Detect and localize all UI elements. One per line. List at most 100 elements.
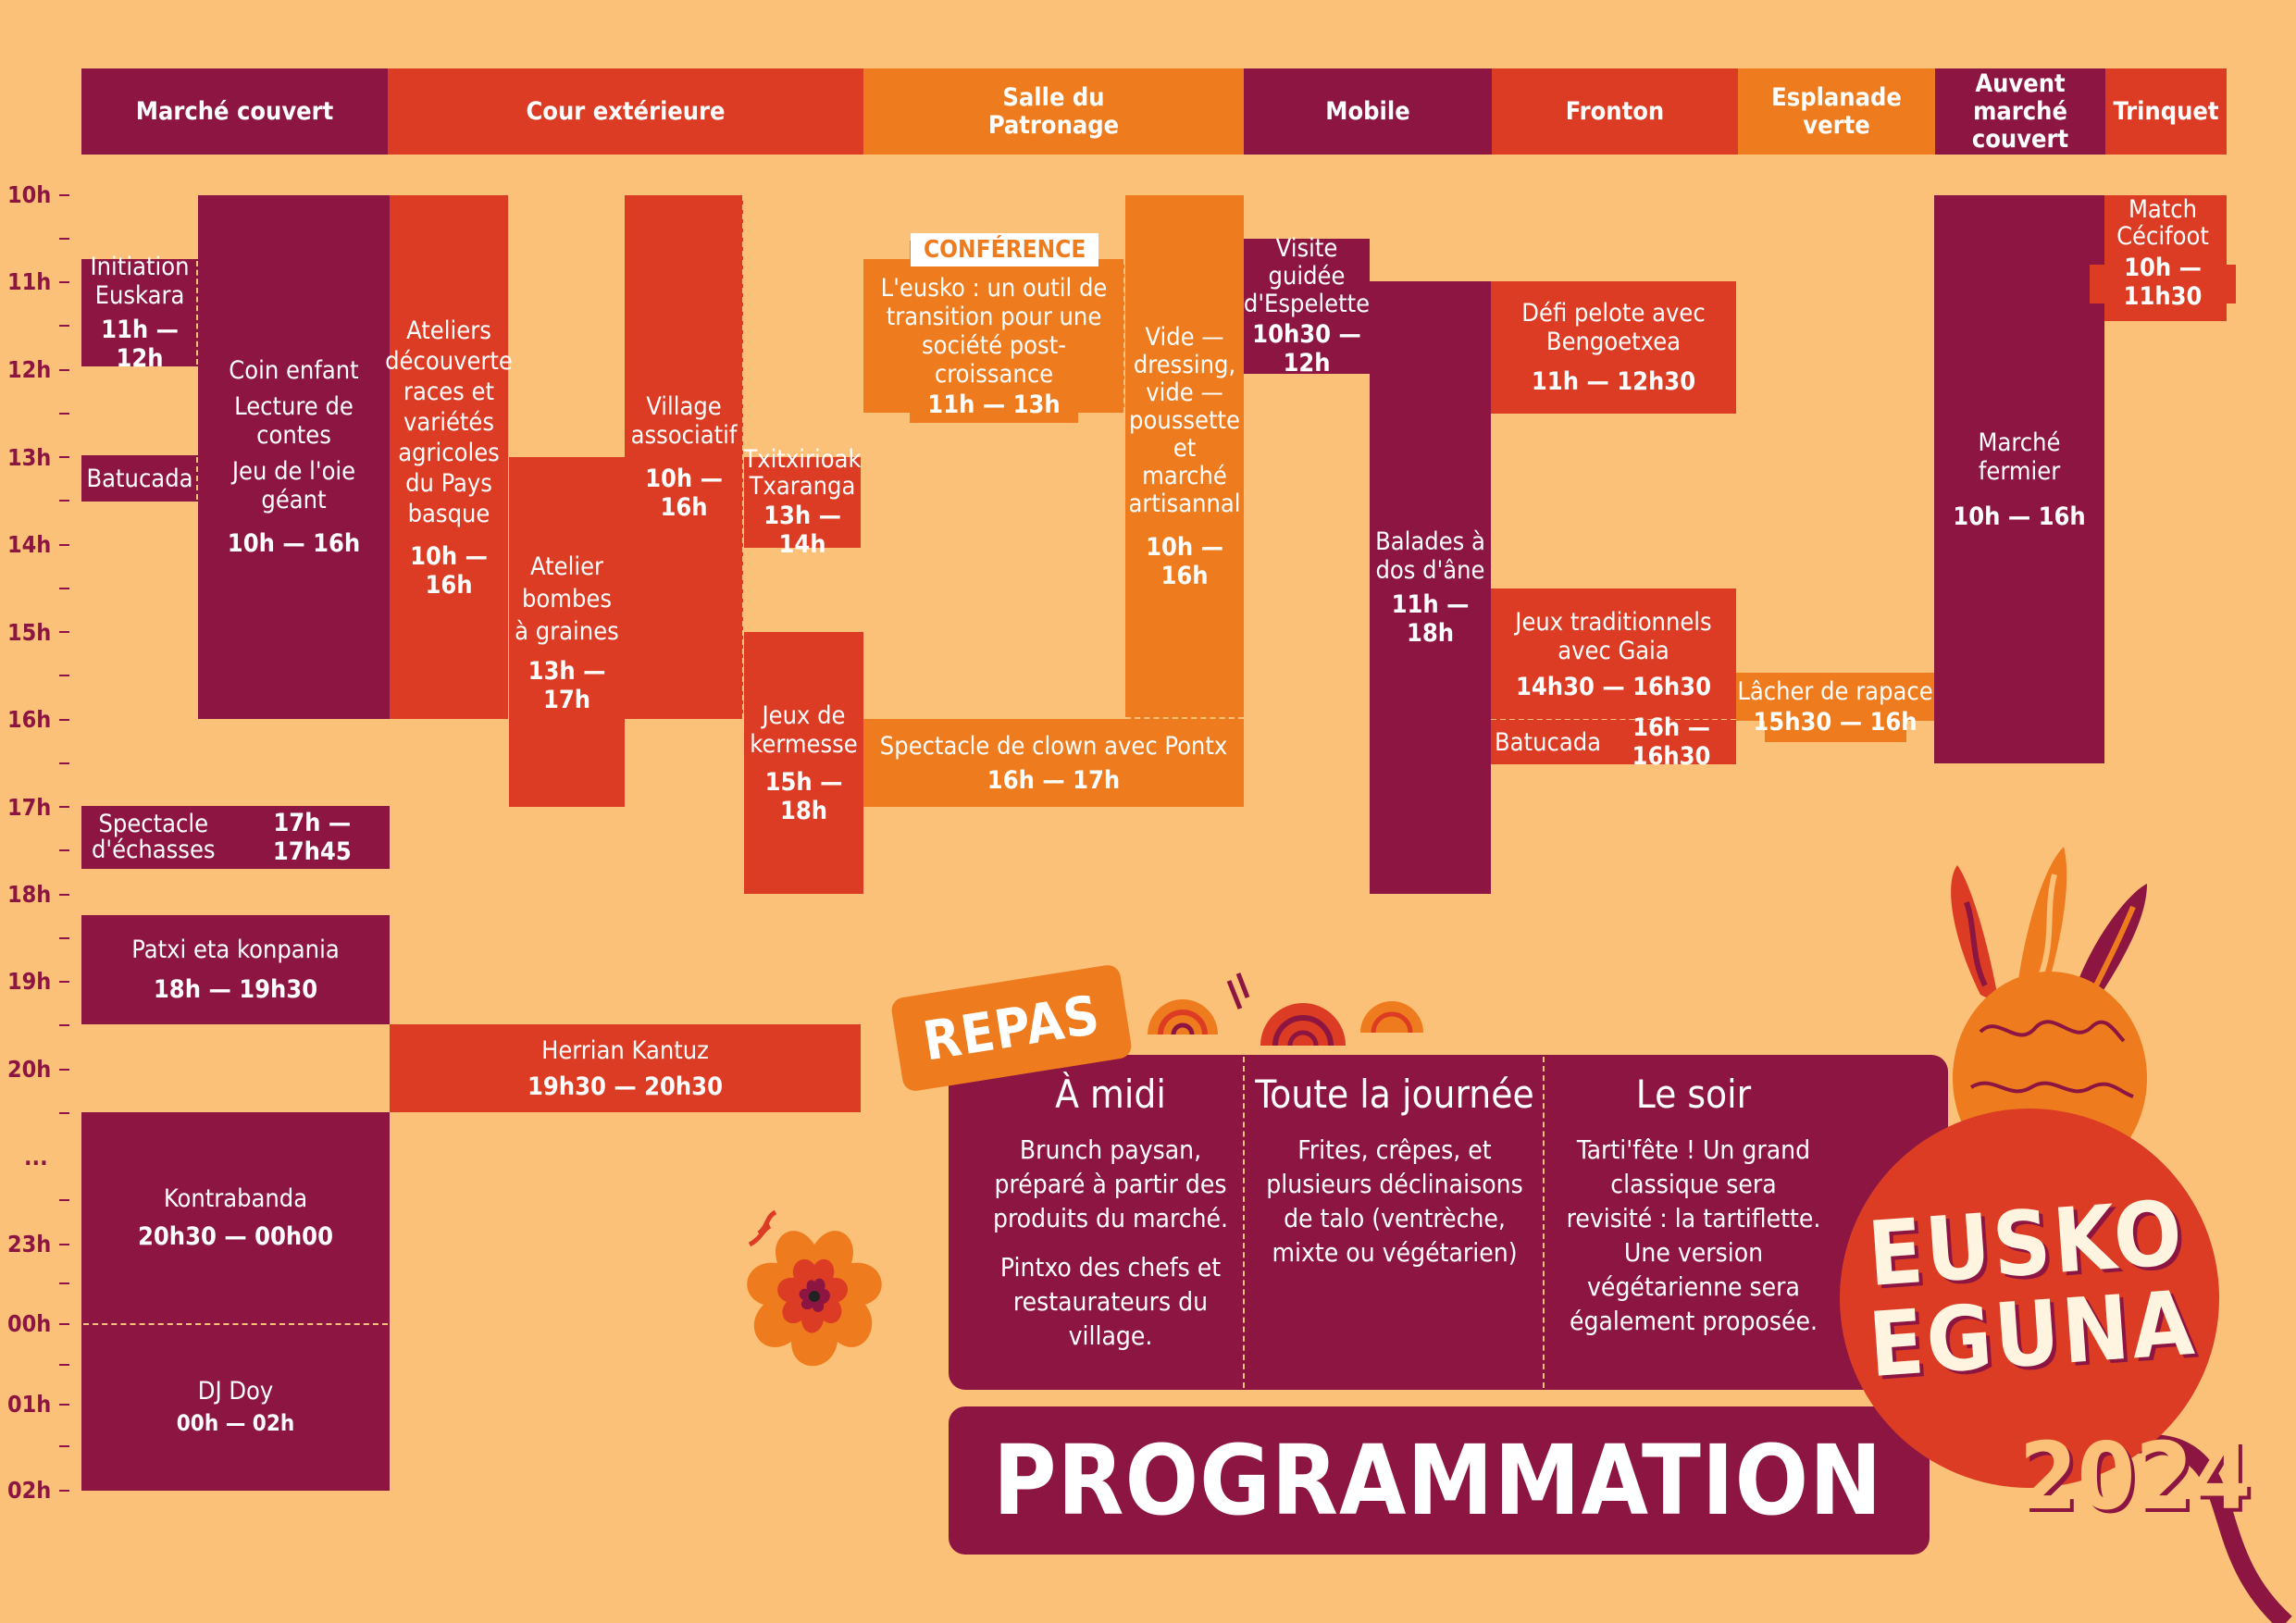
hour-label: 20h — [7, 1056, 52, 1083]
event-time: 13h — 17h — [527, 656, 606, 714]
event-title: Kontrabanda — [163, 1184, 308, 1213]
event-time: 11h — 12h30 — [1531, 367, 1696, 396]
meal-text: Brunch paysan, préparé à partir des prod… — [992, 1134, 1229, 1233]
half-tick — [59, 762, 69, 764]
half-tick — [59, 1024, 69, 1026]
hour-label: 12h — [7, 356, 52, 383]
repas-midi: À midi Brunch paysan, préparé à partir d… — [981, 1055, 1240, 1390]
dashed-separator — [83, 1323, 388, 1325]
dashed-separator — [742, 195, 744, 719]
event-time: 11h — 12h — [101, 316, 179, 373]
event-txitxirioak-txaranga: Txitxirioak Txaranga 13h — 14h — [743, 446, 861, 559]
event-atelier-bombes: Atelier bombes à graines 13h — 17h — [509, 457, 625, 807]
conference-block-inner — [910, 241, 1078, 423]
event-subtitle: Jeu de l'oie géant — [231, 457, 356, 514]
event-spectacle-echasses: Spectacle d'échasses 17h — 17h45 — [81, 806, 390, 869]
hour-label: 02h — [7, 1477, 52, 1504]
logo-line-eguna: EGUNA — [1865, 1270, 2200, 1398]
venue-header: Marché couvert Cour extérieure Salle du … — [81, 68, 2227, 155]
event-title: Spectacle de clown avec Pontx — [879, 731, 1228, 761]
event-time: 10h — 16h — [1953, 502, 2086, 531]
event-title: Batucada — [1495, 727, 1602, 757]
event-time: 15h30 — 16h — [1753, 707, 1917, 737]
meal-title: Le soir — [1635, 1072, 1752, 1117]
conference-badge: CONFÉRENCE — [911, 233, 1099, 266]
event-title: Défi pelote avec Bengoetxea — [1521, 299, 1706, 356]
venue-trinquet: Trinquet — [2105, 68, 2227, 155]
decor-bunny-egg-icon — [1951, 847, 2147, 1184]
dashed-separator — [196, 261, 198, 365]
event-title: Coin enfant — [229, 356, 359, 385]
rapace-block-inner — [1765, 703, 1906, 742]
hour-label: 23h — [7, 1231, 52, 1258]
event-marche-fermier: Marché fermier 10h — 16h — [1934, 195, 2104, 763]
hour-tick — [59, 806, 69, 808]
meal-title: À midi — [1055, 1072, 1166, 1117]
event-visite-guidee: Visite guidée d'Espelette 10h30 — 12h — [1244, 235, 1370, 378]
event-time: 10h — 16h — [227, 529, 361, 558]
hour-label: 19h — [7, 968, 52, 995]
hour-label: 00h — [7, 1310, 52, 1337]
decor-flower-icon — [747, 1209, 882, 1367]
event-spectacle-clown: Spectacle de clown avec Pontx 16h — 17h — [863, 719, 1244, 807]
venue-marche-couvert: Marché couvert — [81, 68, 388, 155]
hour-tick — [59, 544, 69, 546]
half-tick — [59, 849, 69, 851]
event-time: 18h — 19h30 — [153, 975, 318, 1004]
meal-title: Toute la journée — [1255, 1072, 1534, 1117]
event-lacher-rapace: Lâcher de rapace 15h30 — 16h — [1736, 674, 1934, 740]
logo-title: EUSKO EGUNA — [1834, 1181, 2226, 1398]
event-jeux-de-kermesse: Jeux de kermesse 15h — 18h — [744, 632, 863, 894]
hour-tick — [59, 194, 69, 196]
event-time: 00h — 02h — [176, 1409, 295, 1436]
hour-tick — [59, 1069, 69, 1071]
half-tick — [59, 413, 69, 415]
event-patxi-eta-konpania: Patxi eta konpania 18h — 19h30 — [81, 915, 390, 1024]
hour-tick — [59, 1323, 69, 1325]
half-tick — [59, 238, 69, 240]
event-title: Jeux traditionnels avec Gaia — [1515, 607, 1712, 665]
venue-fronton: Fronton — [1492, 68, 1738, 155]
event-title: Lâcher de rapace — [1737, 676, 1933, 706]
hour-tick — [59, 1490, 69, 1492]
half-tick — [59, 937, 69, 939]
event-title: Atelier bombes à graines — [515, 551, 619, 646]
event-match-cecifoot: Match Cécifoot 10h — 11h30 — [2090, 196, 2236, 311]
hour-tick — [59, 456, 69, 458]
dashed-separator — [1125, 717, 1244, 719]
venue-mobile: Mobile — [1244, 68, 1492, 155]
hour-tick — [59, 369, 69, 371]
half-tick — [59, 1282, 69, 1284]
meal-text: Pintxo des chefs et restaurateurs du vil… — [999, 1252, 1222, 1351]
event-title: DJ Doy — [197, 1376, 274, 1406]
event-defi-pelote: Défi pelote avec Bengoetxea 11h — 12h30 — [1491, 281, 1736, 414]
hour-label: 11h — [7, 268, 52, 295]
event-title: Village associatif — [630, 392, 738, 450]
half-tick — [59, 1199, 69, 1201]
repas-toute-la-journee: Toute la journée Frites, crêpes, et plus… — [1249, 1055, 1540, 1390]
hour-label: 13h — [7, 444, 52, 471]
event-time: 14h30 — 16h30 — [1515, 672, 1711, 701]
event-coin-enfant: Coin enfant Lecture de contes Jeu de l'o… — [198, 195, 390, 719]
hour-tick — [59, 281, 69, 283]
event-title: Match Cécifoot — [2116, 195, 2209, 251]
programmation-banner: PROGRAMMATION — [949, 1406, 1930, 1555]
hour-tick — [59, 631, 69, 633]
half-tick — [59, 588, 69, 589]
repas-le-soir: Le soir Tarti'fête ! Un grand classique … — [1555, 1055, 1832, 1390]
half-tick — [59, 675, 69, 676]
event-title: Spectacle d'échasses — [91, 810, 216, 864]
hour-tick — [59, 894, 69, 896]
half-tick — [59, 500, 69, 502]
event-title: Ateliers découverte races et variétés ag… — [385, 316, 513, 528]
event-village-associatif: Village associatif 10h — 16h — [625, 195, 743, 719]
event-title: Txitxirioak Txaranga — [743, 445, 862, 501]
programmation-title: PROGRAMMATION — [993, 1424, 1883, 1537]
event-jeux-traditionnels: Jeux traditionnels avec Gaia 14h30 — 16h… — [1491, 588, 1736, 720]
event-time: 10h — 16h — [410, 541, 488, 600]
event-conference: L'eusko : un outil de transition pour un… — [863, 268, 1124, 422]
decor-shells-icon — [1148, 973, 1423, 1047]
hour-label: 17h — [7, 794, 52, 821]
half-tick — [59, 1112, 69, 1114]
event-time: 16h — 16h30 — [1632, 713, 1711, 771]
